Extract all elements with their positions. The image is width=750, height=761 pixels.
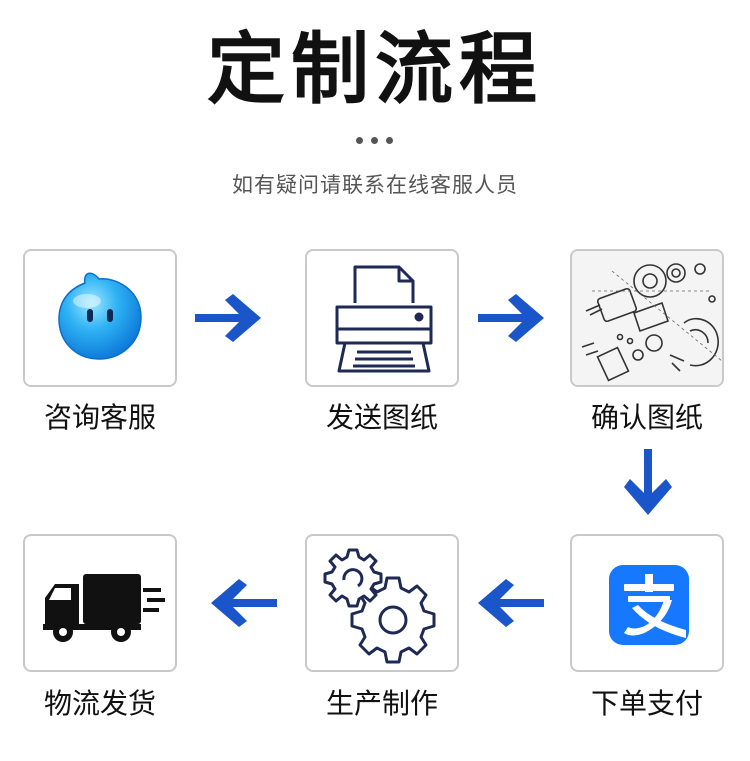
printer-icon xyxy=(335,265,433,373)
step-send-label: 发送图纸 xyxy=(325,401,438,434)
divider-dot xyxy=(356,137,363,144)
divider-dots xyxy=(356,137,396,147)
page-subtitle: 如有疑问请联系在线客服人员 xyxy=(232,173,518,197)
step-produce-box xyxy=(305,534,459,672)
arrow-left-icon xyxy=(478,579,544,627)
step-pay-box xyxy=(570,534,724,672)
step-consult-label: 咨询客服 xyxy=(43,401,156,434)
divider-dot xyxy=(371,137,378,144)
step-send-box xyxy=(305,249,459,387)
divider-dot xyxy=(386,137,393,144)
alipay-icon xyxy=(609,565,689,645)
step-confirm-label: 确认图纸 xyxy=(590,401,703,434)
step-produce-label: 生产制作 xyxy=(325,687,438,720)
step-ship-label: 物流发货 xyxy=(43,687,156,720)
page-title: 定制流程 xyxy=(206,25,543,115)
mechanical-drawing-icon xyxy=(572,251,722,385)
step-confirm-box xyxy=(570,249,724,387)
truck-icon xyxy=(43,574,165,642)
arrow-left-icon xyxy=(211,579,277,627)
step-ship-box xyxy=(23,534,177,672)
arrow-right-icon xyxy=(195,294,261,342)
step-consult-box xyxy=(23,249,177,387)
arrow-down-icon xyxy=(624,449,672,515)
chat-bubble-icon xyxy=(58,272,142,360)
arrow-right-icon xyxy=(478,294,544,342)
gears-icon xyxy=(323,548,436,664)
step-pay-label: 下单支付 xyxy=(590,687,703,720)
